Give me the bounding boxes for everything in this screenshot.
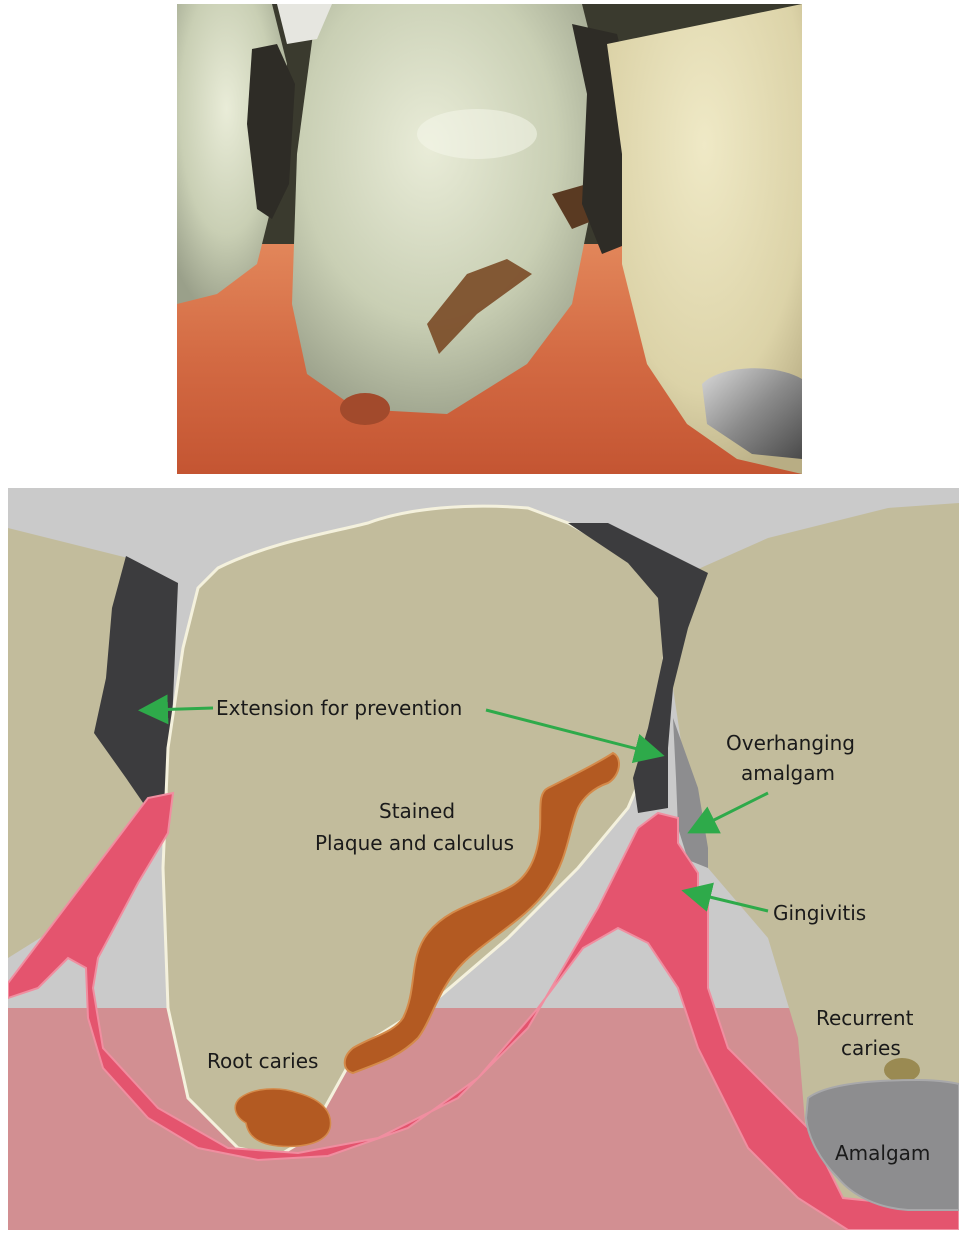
clinical-photo: [177, 4, 802, 474]
label-recurrent-2: caries: [841, 1036, 901, 1060]
label-stained-2: Plaque and calculus: [315, 831, 514, 855]
root-caries-spot: [340, 393, 390, 425]
label-extension: Extension for prevention: [216, 696, 462, 720]
label-gingivitis: Gingivitis: [773, 901, 866, 925]
label-overhanging-1: Overhanging: [726, 731, 855, 755]
diagram-svg: Extension for prevention Overhanging ama…: [8, 488, 959, 1230]
arrow-extension-left: [150, 708, 213, 710]
label-amalgam: Amalgam: [835, 1141, 930, 1165]
label-stained-1: Stained: [379, 799, 455, 823]
label-overhanging-2: amalgam: [741, 761, 835, 785]
label-root-caries: Root caries: [207, 1049, 318, 1073]
clinical-photo-svg: [177, 4, 802, 474]
tooth-highlight: [417, 109, 537, 159]
recurrent-caries-shape: [884, 1058, 920, 1082]
schematic-diagram: Extension for prevention Overhanging ama…: [8, 488, 959, 1230]
label-recurrent-1: Recurrent: [816, 1006, 914, 1030]
